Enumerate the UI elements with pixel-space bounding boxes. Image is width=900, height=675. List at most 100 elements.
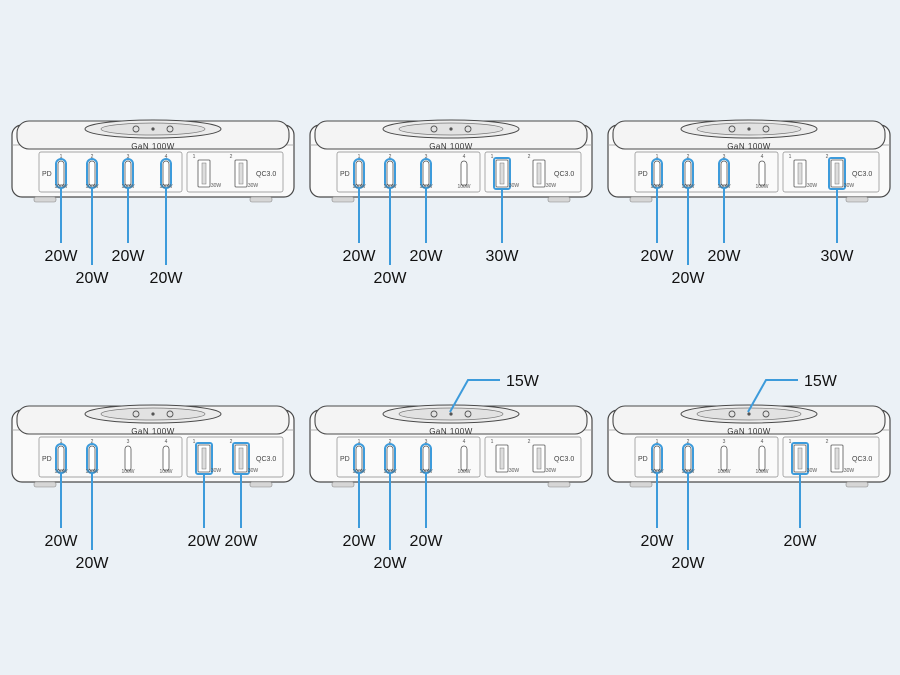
- wattage-label: 20W: [410, 533, 444, 550]
- wattage-label: 20W: [45, 533, 79, 550]
- brand-label: GaN 100W: [131, 142, 175, 151]
- wireless-pad: [84, 119, 222, 139]
- foot-right: [845, 481, 869, 488]
- usb-c-port-3: [422, 445, 430, 472]
- usb-a-tongue: [238, 447, 244, 470]
- usb-a-panel: [484, 436, 582, 478]
- wireless-icon: [166, 125, 174, 133]
- port-number: 3: [425, 154, 428, 160]
- charger-config-2: GaN 100WPDQC3.0123412100W100W100W100W30W…: [309, 119, 593, 287]
- foot-left: [33, 481, 57, 488]
- foot-right: [547, 481, 571, 488]
- led-dot-icon: [449, 412, 453, 416]
- usb-a-tongue: [797, 162, 803, 185]
- wireless-pad: [84, 404, 222, 424]
- wireless-icon: [132, 125, 140, 133]
- wattage-label: 30W: [821, 248, 855, 265]
- port-number: 1: [358, 154, 361, 160]
- wireless-icon: [762, 125, 770, 133]
- usb-c-port-2: [88, 445, 96, 472]
- port-number: 2: [687, 439, 690, 445]
- port-caption: 100W: [717, 469, 730, 475]
- led-dot-icon: [449, 127, 453, 131]
- wattage-label: 20W: [641, 248, 675, 265]
- wattage-label: 20W: [188, 533, 222, 550]
- wireless-pad: [680, 404, 818, 424]
- usb-a-tongue: [238, 162, 244, 185]
- wattage-label: 20W: [708, 248, 742, 265]
- charger-config-3: GaN 100WPDQC3.0123412100W100W100W100W30W…: [607, 119, 891, 287]
- qc-label: QC3.0: [852, 171, 872, 178]
- usb-c-port-1: [57, 445, 65, 472]
- foot-left: [33, 196, 57, 203]
- port-caption: 30W: [844, 183, 855, 189]
- usb-a-tongue: [499, 447, 505, 470]
- usb-a-panel: [484, 151, 582, 193]
- port-caption: 100W: [121, 469, 134, 475]
- wireless-icon: [762, 410, 770, 418]
- port-caption: 100W: [457, 184, 470, 190]
- usb-c-port-1: [355, 445, 363, 472]
- wattage-label: 20W: [76, 270, 110, 287]
- port-number: 3: [425, 439, 428, 445]
- brand-label: GaN 100W: [727, 142, 771, 151]
- usb-c-port-1: [57, 160, 65, 187]
- usb-c-port-3: [720, 445, 728, 472]
- port-number: 2: [91, 154, 94, 160]
- wireless-pad: [382, 404, 520, 424]
- wattage-label: 20W: [343, 533, 377, 550]
- port-caption: 30W: [807, 468, 818, 474]
- wireless-icon: [166, 410, 174, 418]
- port-number: 1: [60, 439, 63, 445]
- usb-c-port-4: [758, 445, 766, 472]
- port-number: 1: [656, 439, 659, 445]
- port-number: 3: [127, 439, 130, 445]
- usb-c-port-2: [684, 160, 692, 187]
- qc-label: QC3.0: [554, 456, 574, 463]
- port-caption: 30W: [844, 468, 855, 474]
- charger-config-5: GaN 100WPDQC3.0123412100W100W100W100W30W…: [309, 373, 593, 572]
- port-number: 1: [358, 439, 361, 445]
- port-caption: 30W: [509, 183, 520, 189]
- brand-label: GaN 100W: [727, 427, 771, 436]
- port-number: 2: [826, 154, 829, 160]
- foot-left: [331, 481, 355, 488]
- brand-label: GaN 100W: [131, 427, 175, 436]
- pd-label: PD: [42, 456, 52, 463]
- wireless-leader-line: [747, 379, 798, 413]
- port-number: 1: [193, 154, 196, 160]
- led-dot-icon: [747, 412, 751, 416]
- port-caption: 30W: [211, 468, 222, 474]
- usb-a-panel: [782, 436, 880, 478]
- wattage-label: 20W: [784, 533, 818, 550]
- usb-c-port-3: [124, 160, 132, 187]
- usb-c-port-3: [124, 445, 132, 472]
- wireless-pad: [382, 119, 520, 139]
- wattage-label: 20W: [45, 248, 79, 265]
- wireless-wattage-label: 15W: [506, 373, 540, 390]
- usb-c-port-4: [758, 160, 766, 187]
- usb-c-port-4: [162, 445, 170, 472]
- pd-label: PD: [340, 171, 350, 178]
- brand-label: GaN 100W: [429, 427, 473, 436]
- usb-a-tongue: [536, 162, 542, 185]
- pd-label: PD: [638, 171, 648, 178]
- wattage-label: 20W: [225, 533, 259, 550]
- port-number: 2: [230, 154, 233, 160]
- port-caption: 100W: [159, 469, 172, 475]
- port-number: 1: [491, 154, 494, 160]
- port-number: 4: [165, 439, 168, 445]
- usb-a-tongue: [834, 447, 840, 470]
- port-number: 1: [656, 154, 659, 160]
- foot-right: [547, 196, 571, 203]
- usb-a-tongue: [201, 447, 207, 470]
- brand-label: GaN 100W: [429, 142, 473, 151]
- usb-c-port-1: [653, 160, 661, 187]
- wattage-label: 30W: [486, 248, 520, 265]
- pd-label: PD: [340, 456, 350, 463]
- wireless-icon: [464, 410, 472, 418]
- port-number: 2: [687, 154, 690, 160]
- led-dot-icon: [747, 127, 751, 131]
- usb-c-panel: [336, 436, 481, 478]
- port-number: 2: [528, 154, 531, 160]
